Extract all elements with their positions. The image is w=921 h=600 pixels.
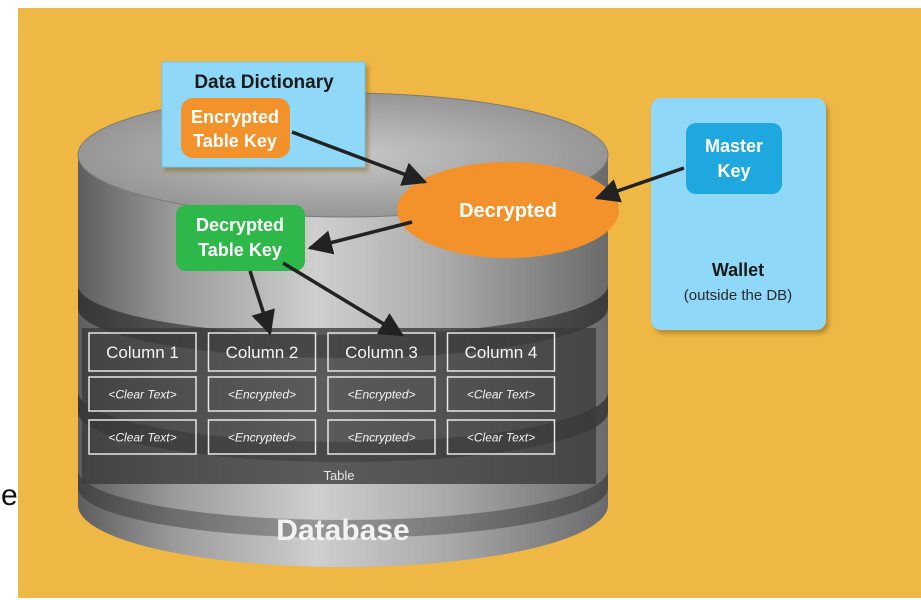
edge-text-fragment: e: [1, 479, 18, 512]
encrypted-key-line2: Table Key: [193, 131, 277, 151]
arrow-master-to-decrypted: [594, 166, 685, 203]
table-panel: Column 1 Column 2 Column 3 Column 4 <Clear T…: [82, 328, 596, 484]
table-cell-r1-c2-box: [207, 376, 317, 412]
table-cell-r2-c2: <Encrypted>: [228, 430, 296, 444]
decrypted-key-line2: Table Key: [198, 240, 282, 260]
master-key-line1: Master: [705, 136, 763, 156]
table-grid: Column 1 Column 2 Column 3 Column 4 <Clear T…: [88, 332, 556, 455]
table-cell-r2-c3: <Encrypted>: [347, 430, 415, 444]
decrypted-bubble-label: Decrypted: [459, 200, 557, 222]
table-label: Table: [323, 468, 354, 483]
decrypted-bubble: Decrypted: [397, 162, 619, 258]
column-header-2: Column 2: [226, 343, 299, 362]
database-label: Database: [276, 514, 409, 547]
table-cell-r2-c4: <Clear Text>: [467, 430, 535, 444]
table-cell-r1-c1: <Clear Text>: [108, 387, 176, 401]
decrypted-key-line1: Decrypted: [196, 215, 284, 235]
table-cell-r1-c3-box: [327, 376, 436, 412]
table-cell-r1-c1-box: [88, 376, 197, 412]
master-key-line2: Key: [717, 161, 750, 181]
arrows: [248, 130, 685, 337]
arrow-encrypted-to-decrypted: [291, 130, 428, 186]
arrow-key-to-column2: [248, 270, 275, 336]
column-header-1: Column 1: [106, 343, 179, 362]
column-header-1-box: [88, 332, 197, 372]
data-dictionary-title: Data Dictionary: [194, 72, 334, 93]
table-cell-r2-c3-box: [327, 419, 436, 455]
column-header-4: Column 4: [465, 343, 538, 362]
arrow-decrypted-to-table-key: [307, 220, 413, 255]
table-cell-r2-c1: <Clear Text>: [108, 430, 176, 444]
column-header-4-box: [446, 332, 556, 372]
wallet-title: Wallet: [712, 260, 764, 280]
table-cell-r1-c3: <Encrypted>: [347, 387, 415, 401]
encrypted-table-key: Encrypted Table Key: [181, 98, 290, 158]
table-cell-r1-c4: <Clear Text>: [467, 387, 535, 401]
column-header-3: Column 3: [345, 343, 418, 362]
table-cell-r1-c2: <Encrypted>: [228, 387, 296, 401]
master-key: Master Key: [686, 123, 782, 194]
decrypted-table-key: Decrypted Table Key: [176, 205, 305, 271]
table-cell-r1-c4-box: [446, 376, 556, 412]
encrypted-key-line1: Encrypted: [191, 107, 279, 127]
arrow-key-to-column3: [282, 261, 405, 337]
wallet-subtitle: (outside the DB): [684, 287, 792, 304]
table-cell-r2-c2-box: [207, 419, 317, 455]
table-cell-r2-c4-box: [446, 419, 556, 455]
table-cell-r2-c1-box: [88, 419, 197, 455]
